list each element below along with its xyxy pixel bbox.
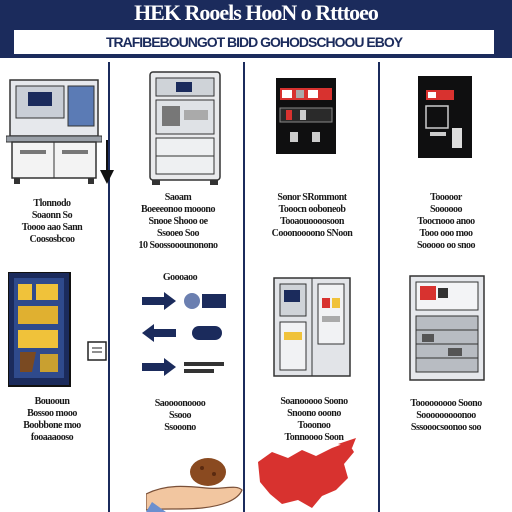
caption-line: Toooo aao Sann <box>21 222 83 233</box>
column-4-caption-bottom: Tooooooooo Soono Sooooooooonoo Sssooocso… <box>384 398 508 434</box>
header-banner: HEK Rooels HooN o Rtttoeo TRAFIBEBOUNGOT… <box>0 0 512 58</box>
column-2-caption-bottom: Saoooonoooo Ssooo Ssooono <box>130 398 230 434</box>
caption-line: Bouooun <box>34 396 70 407</box>
kitchen-appliance-illustration <box>6 79 102 184</box>
caption-line: Tooooor <box>430 192 462 203</box>
caption-line: Sssooocsoonoo soo <box>410 422 482 433</box>
right-arrow-icon <box>142 292 226 310</box>
column-3-caption-bottom: Soanooooo Soono Snoono ooono Tooonoo Ton… <box>254 396 374 444</box>
caption-line: Toocnooo anoo <box>417 216 475 227</box>
column-4-caption-top: Tooooor Soooooo Toocnooo anoo Tooo ooo m… <box>384 192 508 252</box>
caption-line: Boeeeonoo mooono <box>141 204 215 215</box>
caption-line: Soanooooo Soono <box>280 396 348 407</box>
map-icon <box>258 438 356 508</box>
page-title: HEK Rooels HooN o Rtttoeo <box>134 0 379 25</box>
side-by-side-fridge-illustration <box>273 277 351 377</box>
column-1-caption-bottom: Bouooun Bossoo mooo Boobbone moo fooaaao… <box>2 396 102 444</box>
caption-line: fooaaaooso <box>30 432 74 443</box>
caption-line: Snoono ooono <box>287 408 341 419</box>
column-divider <box>243 62 245 512</box>
caption-line: Tooo ooo moo <box>419 228 473 239</box>
hand-icon <box>146 458 243 512</box>
caption-line: 10 Soossooounonono <box>138 240 218 251</box>
left-arrow-icon <box>142 324 222 342</box>
caption-line: Tooonoo <box>297 420 331 431</box>
caption-line: Cooonoooono SNoon <box>271 228 353 239</box>
column-divider <box>378 62 380 512</box>
caption-line: Tooocn ooboneob <box>278 204 346 215</box>
caption-line: Bossoo mooo <box>27 408 77 419</box>
caption-line: Soooooo <box>429 204 463 215</box>
caption-line: Ssooo <box>169 410 191 421</box>
freezer-unit-illustration <box>149 71 221 185</box>
caption-line: Snooe Shooo oe <box>148 216 208 227</box>
caption-line: Sooooooooonoo <box>416 410 476 421</box>
caption-line: Ssooeo Soo <box>157 228 199 239</box>
caption-line: Saoooonoooo <box>154 398 206 409</box>
column-1-caption-top: Tlonnodo Soaonn So Toooo aao Sann Coosos… <box>2 198 102 246</box>
caption-line: Sonor SRommont <box>277 192 347 203</box>
caption-line: Tooooooooo Soono <box>410 398 482 409</box>
caption-line: Tonnoooo Soon <box>284 432 345 443</box>
column-divider <box>108 62 110 512</box>
column-2-caption-top: Saoam Boeeeonoo mooono Snooe Shooo oe Ss… <box>116 192 240 252</box>
caption-line: Sooooo oo snoo <box>416 240 476 251</box>
caption-line: Tooaouoooosoon <box>280 216 344 227</box>
column-3-caption-top: Sonor SRommont Tooocn ooboneob Tooaouooo… <box>250 192 374 240</box>
caption-line: Coososbcoo <box>29 234 75 245</box>
column-2-caption-mid: Goooaoo <box>150 272 210 284</box>
vending-cabinet-illustration <box>8 272 71 387</box>
caption-line: Ssooono <box>164 422 196 433</box>
dark-refrigerator-illustration <box>276 78 336 154</box>
black-cabinet-illustration <box>418 76 472 158</box>
small-device-icon <box>87 341 107 361</box>
caption-line: Saoam <box>164 192 192 203</box>
caption-line: Boobbone moo <box>23 420 81 431</box>
caption-line: Tlonnodo <box>33 198 71 209</box>
open-appliance-illustration <box>409 275 485 381</box>
caption-line: Soaonn So <box>31 210 73 221</box>
page-subtitle: TRAFIBEBOUNGOT BIDD GOHODSCHOOU EBOY <box>14 30 494 54</box>
down-arrow-icon <box>100 140 114 184</box>
caption-line: Goooaoo <box>162 272 198 283</box>
right-arrow-icon <box>142 358 224 376</box>
